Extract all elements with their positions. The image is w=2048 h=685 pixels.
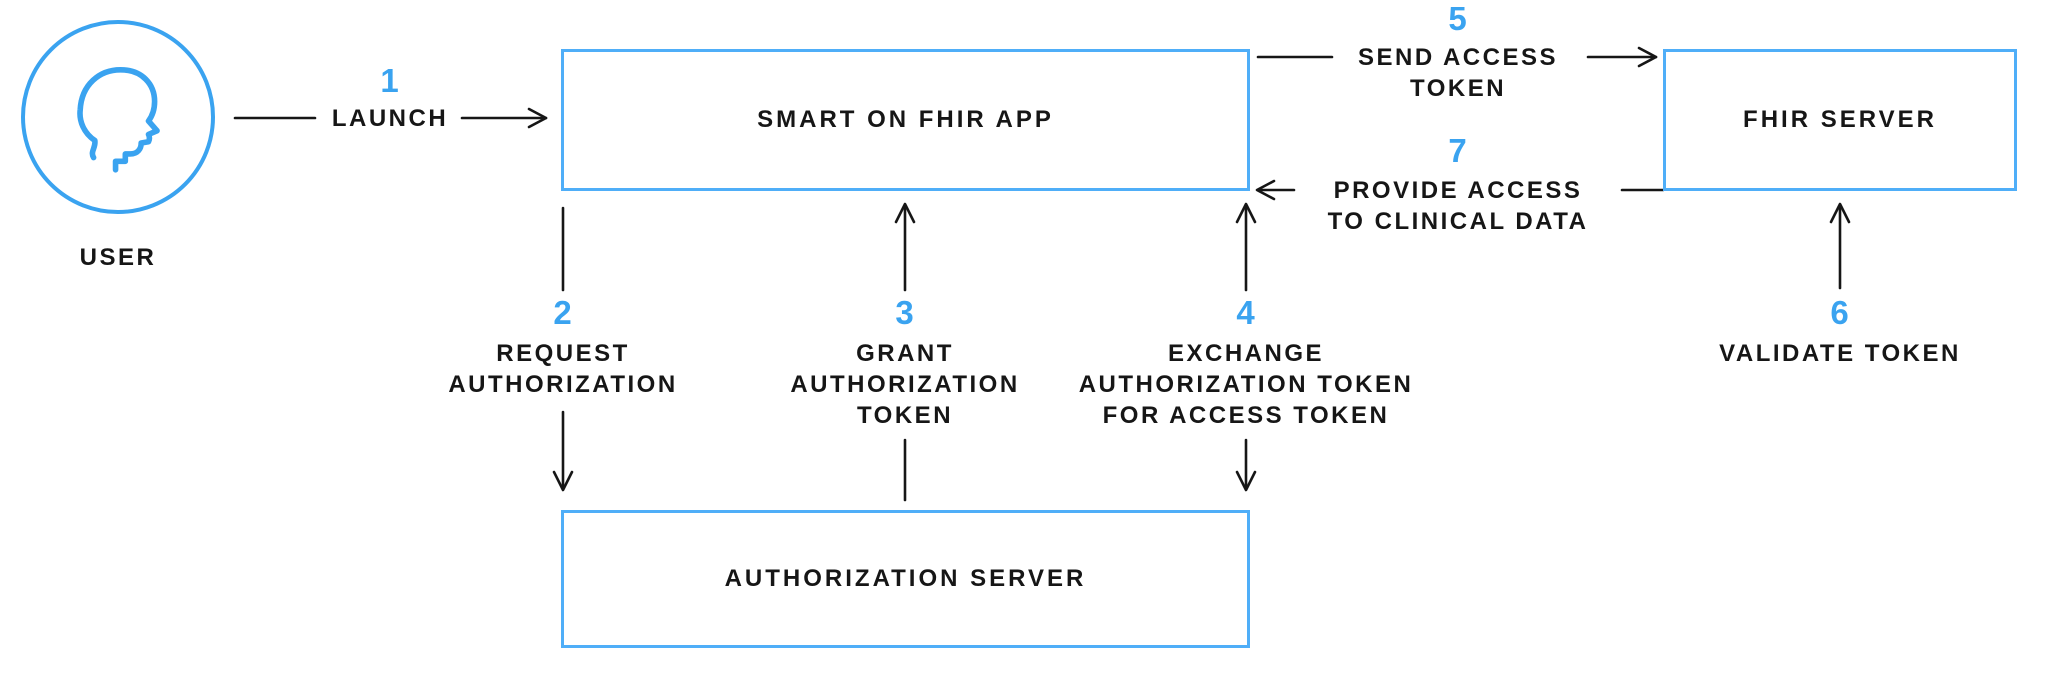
fhir-server-node: FHIR SERVER	[1663, 49, 2017, 191]
step-2-number: 2	[553, 294, 573, 331]
arrowhead-down-icon	[1235, 470, 1257, 492]
step-1-number: 1	[380, 62, 400, 99]
auth-server-label: AUTHORIZATION SERVER	[724, 565, 1087, 592]
connector-6-validate-token	[1829, 202, 1851, 290]
step-7-label: PROVIDE ACCESS TO CLINICAL DATA	[1327, 177, 1589, 235]
arrow-1-launch	[233, 107, 548, 129]
smart-app-node: SMART ON FHIR APP	[561, 49, 1250, 191]
arrow-7-provide-access	[1255, 179, 1665, 201]
arrowhead-up-icon	[1235, 202, 1257, 224]
arrowhead-right-icon	[527, 107, 548, 129]
step-5-number: 5	[1448, 0, 1468, 37]
user-node	[21, 20, 215, 214]
step-6-label: VALIDATE TOKEN	[1719, 340, 1961, 367]
user-label: USER	[79, 244, 157, 271]
step-4-number: 4	[1236, 294, 1256, 331]
arrowhead-down-icon	[552, 470, 574, 492]
step-2-label: REQUEST AUTHORIZATION	[448, 340, 678, 398]
arrow-5-send-access-token	[1256, 46, 1658, 68]
step-3-number: 3	[895, 294, 915, 331]
user-icon	[77, 66, 160, 173]
smart-app-label: SMART ON FHIR APP	[757, 106, 1054, 133]
step-4-label: EXCHANGE AUTHORIZATION TOKEN FOR ACCESS …	[1078, 340, 1414, 429]
auth-server-node: AUTHORIZATION SERVER	[561, 510, 1250, 648]
step-6-number: 6	[1830, 294, 1850, 331]
step-5-label: SEND ACCESS TOKEN	[1358, 44, 1558, 102]
connector-3-grant-authorization-token	[894, 202, 916, 502]
fhir-server-label: FHIR SERVER	[1743, 106, 1937, 133]
step-3-label: GRANT AUTHORIZATION TOKEN	[790, 340, 1020, 429]
connector-2-request-authorization	[552, 206, 574, 492]
step-1-label: LAUNCH	[331, 105, 449, 132]
connector-4-exchange-token	[1235, 202, 1257, 492]
step-7-number: 7	[1448, 132, 1468, 169]
arrowhead-up-icon	[894, 202, 916, 224]
arrowhead-left-icon	[1255, 179, 1276, 201]
arrowhead-up-icon	[1829, 202, 1851, 224]
arrowhead-right-icon	[1637, 46, 1658, 68]
